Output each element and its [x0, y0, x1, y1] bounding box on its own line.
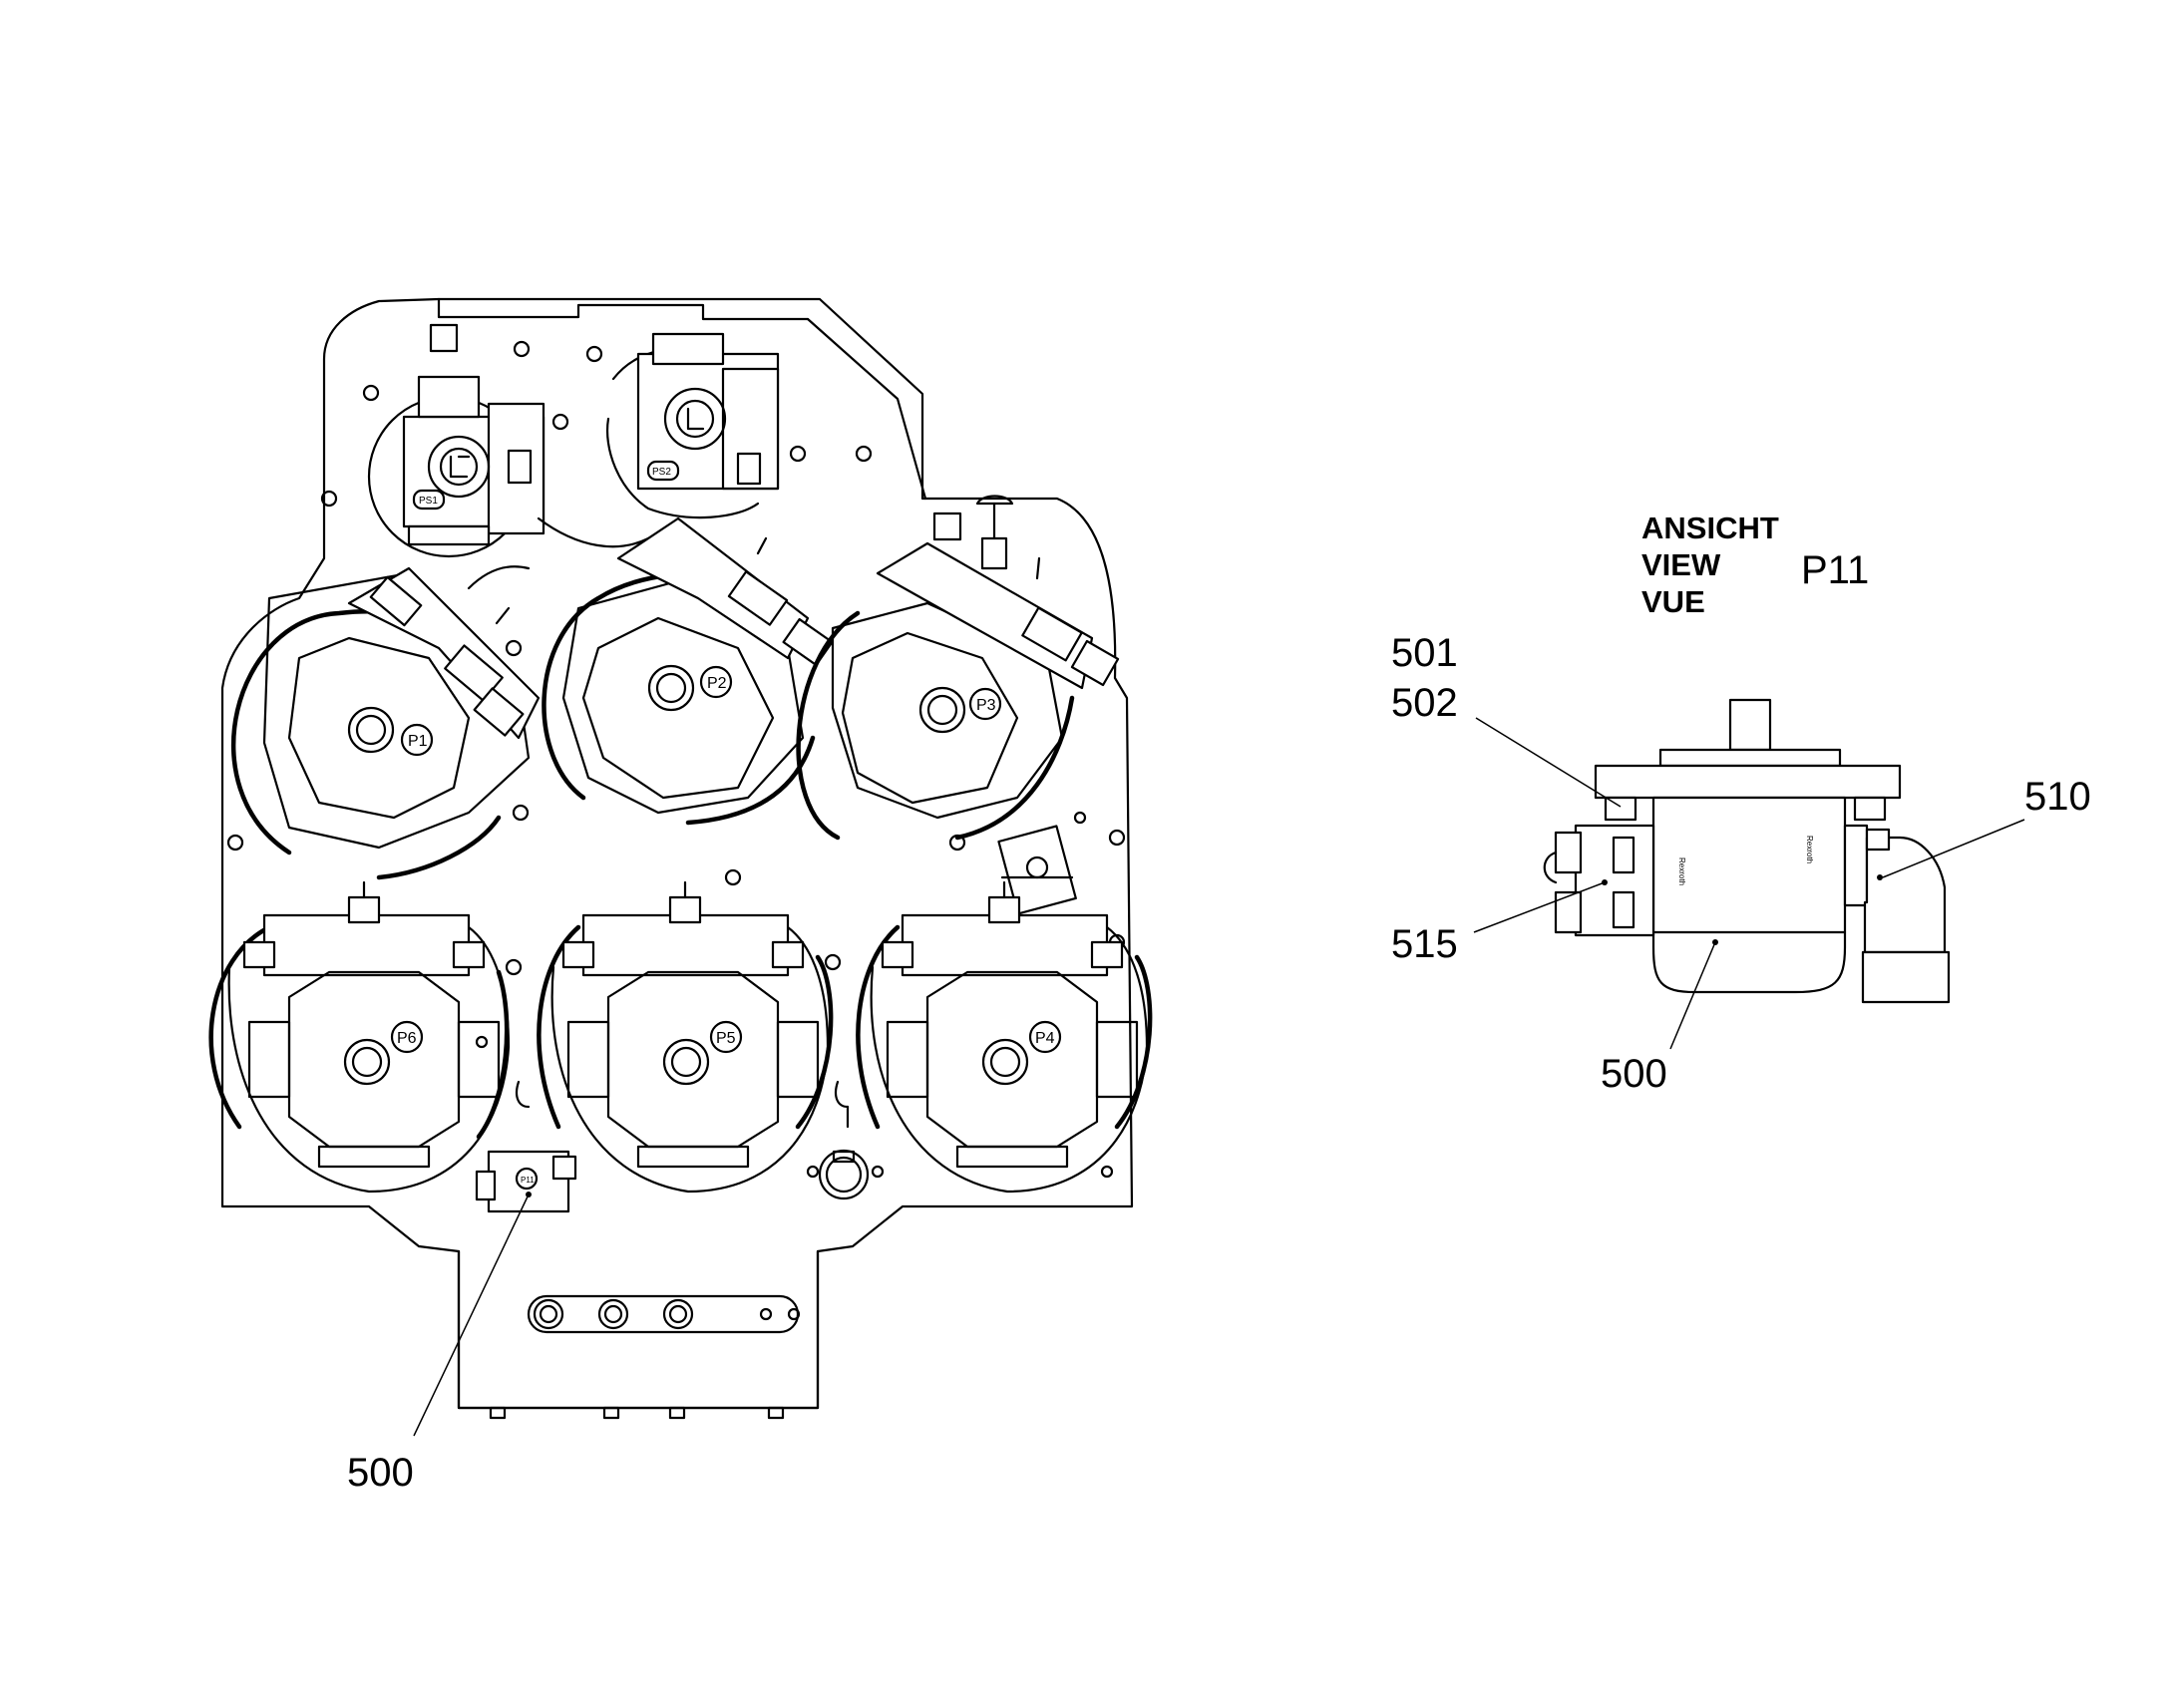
pump-body	[1651, 796, 1847, 994]
pump-p4: P4	[856, 880, 1153, 1194]
main-assembly-view: PS1 PS2 P1	[208, 297, 1153, 1495]
pump-ps1-label: PS1	[419, 496, 438, 507]
svg-text:P11: P11	[521, 1176, 535, 1185]
pump-p2: P2	[542, 516, 834, 826]
frame-plate	[220, 297, 1134, 1410]
view-title-line1: ANSICHT	[1641, 511, 1779, 545]
frame-arc	[537, 516, 650, 548]
leader-510	[1882, 819, 2025, 878]
view-title-line3: VUE	[1641, 584, 1705, 619]
leader-502	[1475, 717, 1622, 808]
pump-p1: P1	[230, 566, 541, 880]
body-text-right: Rexroth	[1805, 836, 1814, 863]
control-valve	[997, 825, 1077, 915]
leader-515	[1473, 881, 1606, 933]
view-pump-id: P11	[1801, 548, 1869, 592]
view-title-line2: VIEW	[1641, 547, 1721, 582]
curve-trace	[515, 1080, 531, 1109]
pump-ps2: PS2	[606, 332, 780, 519]
callout-500-detail: 500	[1601, 1052, 1667, 1096]
drain-fitting	[818, 1149, 870, 1200]
callout-502: 502	[1391, 681, 1458, 725]
callout-501: 501	[1391, 631, 1458, 675]
pump-p11-main: P11	[475, 1150, 577, 1213]
pump-p3: P3	[796, 541, 1120, 841]
base-feet	[489, 1406, 785, 1420]
base-box	[457, 1249, 820, 1410]
flange-bolt-left	[1604, 796, 1637, 822]
pump-p6: P6	[208, 880, 511, 1194]
mounting-flange	[1594, 764, 1902, 800]
frame-arc-2	[467, 565, 531, 590]
frame-side-rail	[806, 317, 927, 501]
port-fitting-515	[1543, 824, 1655, 937]
base-plugs	[527, 1294, 801, 1334]
pump-p1-label: P1	[408, 733, 428, 750]
body-text-left: Rexroth	[1677, 857, 1686, 885]
callout-510: 510	[2024, 775, 2091, 819]
leader-500-main	[413, 1194, 530, 1437]
pump-p6-label: P6	[397, 1030, 417, 1047]
pump-p2-label: P2	[707, 675, 727, 692]
flange-bolt-right	[1853, 796, 1887, 822]
leader-500-detail	[1669, 941, 1716, 1050]
pilot-flange	[1658, 748, 1842, 768]
callout-500-main: 500	[347, 1451, 414, 1495]
mount-block-left	[429, 323, 459, 353]
pump-p4-label: P4	[1035, 1030, 1055, 1047]
callout-515: 515	[1391, 922, 1458, 966]
pump-ps1: PS1	[367, 375, 545, 558]
elbow-fitting-510	[1843, 824, 1951, 1004]
pump-p5-label: P5	[716, 1030, 736, 1047]
pump-ps2-label: PS2	[652, 467, 671, 478]
pump-shaft	[1728, 698, 1772, 752]
detail-view-p11: ANSICHT VIEW VUE P11 Rexroth Rexroth	[1391, 511, 2091, 1096]
pump-p3-label: P3	[976, 697, 996, 714]
frame-top-step	[437, 297, 810, 321]
mount-block-right	[932, 512, 962, 541]
breather-valve	[975, 495, 1014, 570]
pump-p5: P5	[537, 880, 834, 1194]
curve-trace-2	[834, 1080, 850, 1109]
